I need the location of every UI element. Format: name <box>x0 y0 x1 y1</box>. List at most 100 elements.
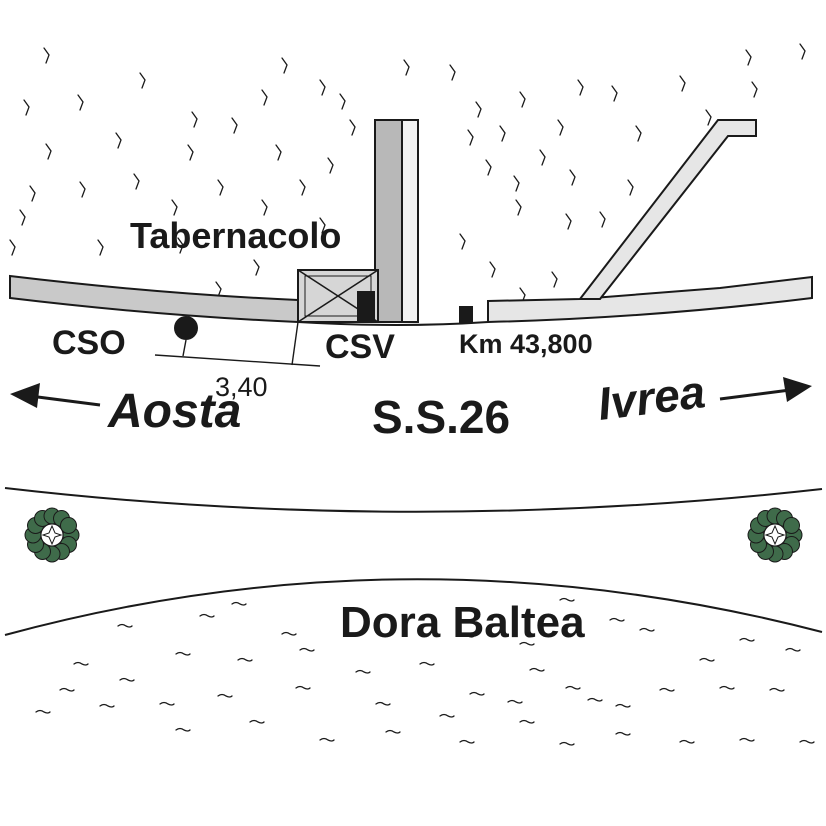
arrow-left-icon <box>10 383 101 408</box>
water-mark <box>519 719 535 724</box>
water-mark <box>439 713 455 718</box>
water-mark <box>295 685 311 690</box>
arrow-right-icon <box>719 377 812 402</box>
vegetation-mark <box>403 59 410 76</box>
water-mark <box>231 601 247 606</box>
vegetation-mark <box>751 81 758 98</box>
vegetation-mark <box>261 89 268 106</box>
label-km: Km 43,800 <box>459 329 593 359</box>
wall-dark <box>374 119 403 323</box>
water-mark <box>419 661 435 666</box>
vegetation-mark <box>485 159 492 176</box>
vegetation-mark <box>513 175 520 192</box>
roadside-strip-right <box>487 275 813 324</box>
vegetation-mark <box>29 185 36 202</box>
vegetation-mark <box>43 47 50 64</box>
water-mark <box>385 729 401 734</box>
vegetation-mark <box>519 91 526 108</box>
vegetation-mark <box>261 199 268 216</box>
water-mark <box>785 647 801 652</box>
water-mark <box>117 623 133 628</box>
water-mark <box>559 741 575 746</box>
vegetation-mark <box>97 239 104 256</box>
water-mark <box>175 727 191 732</box>
vegetation-mark <box>459 233 466 250</box>
water-mark <box>319 737 335 742</box>
vegetation-mark <box>79 181 86 198</box>
tree-symbol-icon <box>747 507 803 563</box>
vegetation-mark <box>327 157 334 174</box>
water-mark <box>587 697 603 702</box>
label-csv: CSV <box>325 328 395 366</box>
vegetation-mark <box>177 237 184 254</box>
vegetation-mark <box>23 99 30 116</box>
label-cso: CSO <box>52 324 126 362</box>
vegetation-mark <box>191 111 198 128</box>
vegetation-mark <box>679 75 686 92</box>
vegetation-mark <box>449 64 456 81</box>
vegetation-mark <box>705 109 712 126</box>
water-mark <box>159 701 175 706</box>
water-mark <box>199 613 215 618</box>
water-mark <box>769 687 785 692</box>
vegetation-mark <box>611 85 618 102</box>
water-mark <box>217 693 233 698</box>
vegetation-mark <box>467 129 474 146</box>
vegetation-mark <box>627 179 634 196</box>
vegetation-mark <box>475 101 482 118</box>
water-mark <box>507 699 523 704</box>
water-mark <box>659 687 675 692</box>
vegetation-mark <box>539 149 546 166</box>
water-mark <box>35 709 51 714</box>
vegetation-mark <box>339 93 346 110</box>
road-edge <box>297 321 489 326</box>
vegetation-mark <box>565 213 572 230</box>
vegetation-mark <box>9 239 16 256</box>
label-ivrea: Ivrea <box>595 365 708 430</box>
vegetation-mark <box>133 173 140 190</box>
label-road: S.S.26 <box>372 391 510 443</box>
vegetation-mark <box>231 117 238 134</box>
water-mark <box>615 731 631 736</box>
csv-marker <box>357 291 375 322</box>
label-river: Dora Baltea <box>340 598 585 647</box>
wall-light <box>401 119 419 323</box>
water-mark <box>299 647 315 652</box>
vegetation-hatching <box>9 43 806 304</box>
vegetation-mark <box>77 94 84 111</box>
river-bank-top <box>4 487 823 513</box>
vegetation-mark <box>499 125 506 142</box>
water-mark <box>119 677 135 682</box>
water-mark <box>609 617 625 622</box>
water-mark <box>739 737 755 742</box>
water-mark <box>615 703 631 708</box>
water-mark <box>355 669 371 674</box>
water-mark <box>529 667 545 672</box>
tree-symbol-icon <box>24 507 80 563</box>
water-mark <box>237 657 253 662</box>
water-mark <box>699 657 715 662</box>
vegetation-mark <box>115 132 122 149</box>
side-road <box>577 119 757 300</box>
vegetation-mark <box>281 57 288 74</box>
vegetation-mark <box>253 259 260 276</box>
vegetation-mark <box>319 217 326 234</box>
water-mark <box>249 719 265 724</box>
water-mark <box>519 641 535 646</box>
vegetation-mark <box>745 49 752 66</box>
vegetation-mark <box>635 125 642 142</box>
roadside-strip-left <box>9 274 299 324</box>
vegetation-mark <box>45 143 52 160</box>
vegetation-mark <box>299 179 306 196</box>
vegetation-mark <box>215 281 222 298</box>
water-mark <box>739 637 755 642</box>
vegetation-mark <box>275 144 282 161</box>
water-mark <box>99 703 115 708</box>
vegetation-mark <box>515 199 522 216</box>
vegetation-mark <box>599 211 606 228</box>
cso-marker-stem <box>182 339 187 357</box>
water-mark <box>459 633 475 638</box>
water-mark <box>175 651 191 656</box>
water-mark <box>469 691 485 696</box>
